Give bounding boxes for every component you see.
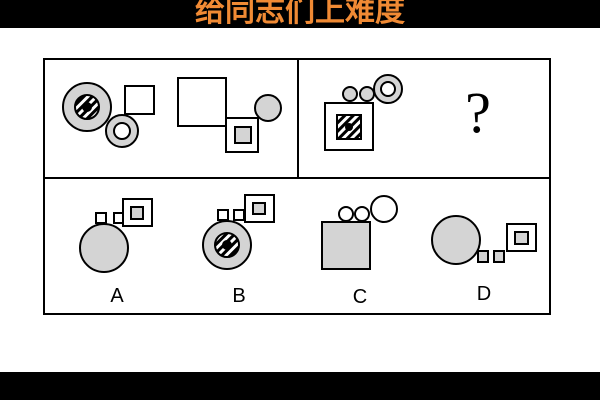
option-b-figure[interactable] [202,194,275,270]
figure-2 [177,77,282,153]
question-mark: ? [465,80,491,145]
option-a-figure[interactable] [79,198,153,273]
figure-3 [324,74,403,151]
option-d-figure[interactable] [431,215,537,265]
option-a-label[interactable]: A [110,285,124,307]
option-c-figure[interactable] [321,195,398,270]
figure-1 [62,82,155,148]
option-c-label[interactable]: C [353,286,367,308]
page-title: 给同志们上难度 [195,0,405,29]
option-d-label[interactable]: D [477,283,491,305]
option-b-label[interactable]: B [232,285,245,307]
